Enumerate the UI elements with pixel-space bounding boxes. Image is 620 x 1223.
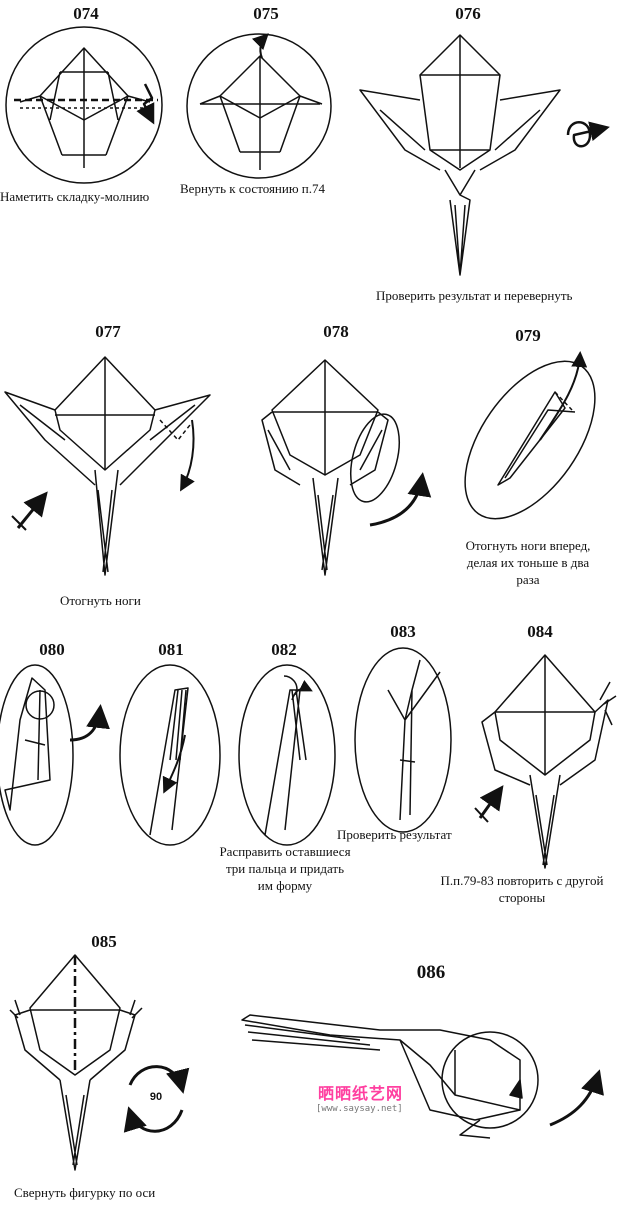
step-caption-085: Свернуть фигурку по оси bbox=[14, 1185, 156, 1200]
step-083-figure bbox=[354, 647, 452, 833]
step-086-figure bbox=[241, 1014, 604, 1139]
caption-line: три пальца и придать bbox=[225, 861, 345, 876]
step-085-figure bbox=[9, 954, 190, 1171]
step-caption-083: Проверить результат bbox=[337, 827, 452, 842]
step-074-figure bbox=[5, 26, 163, 184]
step-number-077: 077 bbox=[95, 322, 121, 341]
caption-line: Расправить оставшиеся bbox=[219, 844, 351, 859]
step-number-086: 086 bbox=[416, 962, 446, 983]
step-caption-074: Наметить складку-молнию bbox=[0, 189, 150, 204]
caption-line: П.п.79-83 повторить с другой bbox=[440, 873, 604, 888]
step-number-083: 083 bbox=[390, 622, 416, 641]
step-079-figure bbox=[464, 351, 596, 520]
step-078-figure bbox=[261, 359, 432, 576]
caption-line: делая их тоньше в два bbox=[466, 555, 590, 570]
step-number-085: 085 bbox=[91, 932, 117, 951]
step-caption-077: Отогнуть ноги bbox=[60, 593, 141, 608]
step-081-figure bbox=[119, 664, 221, 846]
step-076-figure bbox=[359, 34, 610, 276]
watermark-url: [www.saysay.net] bbox=[316, 1104, 403, 1114]
step-caption-076: Проверить результат и перевернуть bbox=[376, 288, 573, 303]
step-caption-079: Отогнуть ноги вперед, делая их тоньше в … bbox=[452, 537, 604, 588]
step-number-084: 084 bbox=[527, 622, 553, 641]
step-number-080: 080 bbox=[39, 640, 65, 659]
step-caption-082: Расправить оставшиеся три пальца и прида… bbox=[207, 843, 363, 894]
step-080-figure bbox=[0, 664, 110, 846]
step-number-079: 079 bbox=[515, 326, 541, 345]
step-number-078: 078 bbox=[323, 322, 349, 341]
step-082-figure bbox=[238, 664, 336, 846]
step-number-075: 075 bbox=[253, 4, 279, 23]
step-number-076: 076 bbox=[455, 4, 481, 23]
caption-line: Отогнуть ноги вперед, bbox=[465, 538, 591, 553]
step-077-figure bbox=[4, 356, 211, 576]
step-caption-075: Вернуть к состоянию п.74 bbox=[180, 181, 326, 196]
step-number-081: 081 bbox=[158, 640, 184, 659]
step-075-figure bbox=[186, 33, 332, 179]
rotate-90-label: 90 bbox=[149, 1091, 163, 1103]
watermark-logo: 晒晒纸艺网 bbox=[318, 1084, 404, 1103]
step-number-082: 082 bbox=[271, 640, 297, 659]
step-084-figure bbox=[474, 654, 617, 869]
caption-line: раза bbox=[516, 572, 540, 587]
caption-line: им форму bbox=[257, 878, 313, 893]
step-caption-084: П.п.79-83 повторить с другой стороны bbox=[424, 872, 620, 906]
step-number-074: 074 bbox=[73, 4, 99, 23]
caption-line: стороны bbox=[498, 890, 546, 905]
